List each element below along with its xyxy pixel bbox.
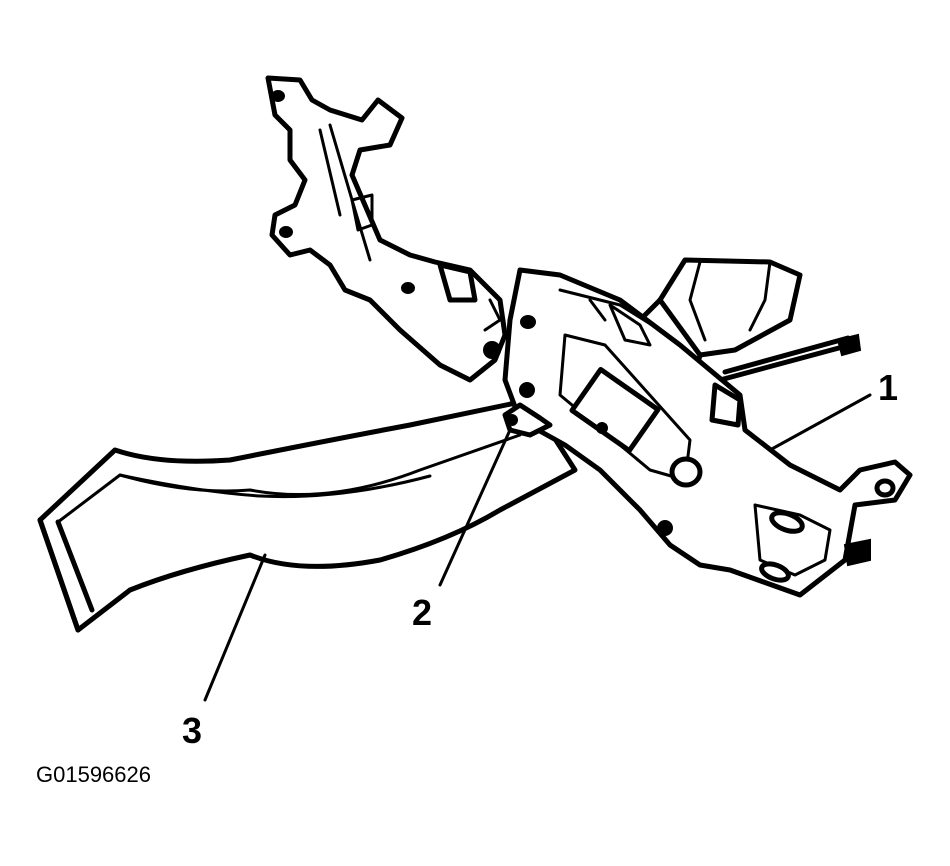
pedal-plate xyxy=(37,397,578,633)
leader-lines xyxy=(203,393,872,702)
leader-line-1 xyxy=(768,393,872,452)
rear-bracket xyxy=(265,75,508,383)
leader-line-3 xyxy=(203,553,267,702)
callout-1: 1 xyxy=(878,367,898,408)
figure-id-label: G01596626 xyxy=(36,762,151,787)
main-bracket xyxy=(502,267,913,598)
callout-3: 3 xyxy=(182,710,202,751)
callout-2: 2 xyxy=(412,592,432,633)
leader-line-2 xyxy=(438,428,512,587)
